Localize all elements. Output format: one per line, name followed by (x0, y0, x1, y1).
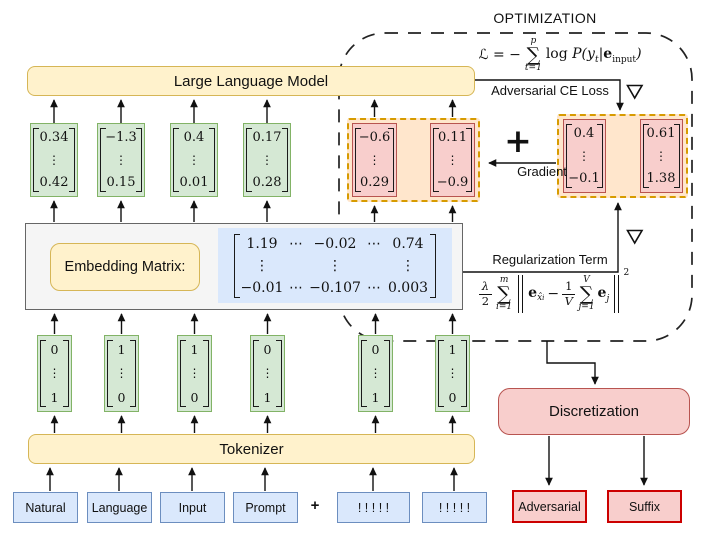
embedding-matrix-values: 1.19⋯−0.02⋯0.74 ⋮⋮⋮ −0.01⋯−0.107⋯0.003 (218, 228, 452, 303)
adv-embedding-group-right: 0.4⋮−0.1 0.61⋮1.38 (557, 114, 688, 198)
embedding-vector-4: 0.17⋮0.28 (243, 123, 291, 197)
adv-vector-1: −0.6⋮0.29 (352, 123, 397, 197)
gradient-label: Gradient (517, 164, 567, 179)
llm-box: Large Language Model (27, 66, 475, 96)
inv-v-fraction: 1 V (562, 280, 576, 307)
adv-vector-2: 0.11⋮−0.9 (430, 123, 475, 197)
loss-lhs: ℒ = − (478, 47, 521, 64)
adversarial-output-box: Adversarial (512, 490, 587, 523)
discretization-box: Discretization (498, 388, 690, 435)
onehot-vector-3: 1⋮0 (177, 335, 212, 412)
loss-sum: p ∑ t=1 (524, 36, 542, 74)
embedding-matrix-label: Embedding Matrix: (64, 259, 186, 275)
token-input: Input (160, 492, 225, 523)
optimization-region-border (338, 32, 693, 342)
tokenizer-box: Tokenizer (28, 434, 475, 464)
adv-vector-3: 0.4⋮−0.1 (562, 119, 606, 193)
adv-vector-4: 0.61⋮1.38 (639, 119, 683, 193)
onehot-vector-6: 1⋮0 (435, 335, 470, 412)
token-prompt: Prompt (233, 492, 298, 523)
token-language: Language (87, 492, 152, 523)
embedding-matrix-label-box: Embedding Matrix: (50, 243, 200, 291)
onehot-vector-5: 0⋮1 (358, 335, 393, 412)
tokenizer-label: Tokenizer (219, 440, 284, 458)
token-suffix-1: ! ! ! ! ! (337, 492, 410, 523)
onehot-vector-2: 1⋮0 (104, 335, 139, 412)
adv-embedding-group-left: −0.6⋮0.29 0.11⋮−0.9 (347, 118, 480, 202)
plus-sign: + (310, 497, 320, 514)
reg-sum-1: m ∑ i=1 (496, 274, 513, 313)
token-natural: Natural (13, 492, 78, 523)
ce-loss-label: Adversarial CE Loss (491, 83, 609, 98)
discretization-label: Discretization (548, 403, 640, 420)
onehot-vector-4: 0⋮1 (250, 335, 285, 412)
optimization-title: OPTIMIZATION (493, 10, 597, 26)
token-suffix-2: ! ! ! ! ! (422, 492, 487, 523)
regularization-label: Regularization Term (492, 252, 608, 267)
loss-body: log P(yt|einput) (545, 46, 642, 65)
suffix-output-box: Suffix (607, 490, 682, 523)
embedding-vector-3: 0.4⋮0.01 (170, 123, 218, 197)
nabla-ce-icon (626, 84, 644, 100)
onehot-vector-1: 0⋮1 (37, 335, 72, 412)
embedding-vector-2: −1.3⋮0.15 (97, 123, 145, 197)
plus-icon: + (504, 121, 532, 160)
regularization-formula: λ 2 m ∑ i=1 ex̂i − 1 V V ∑ j=1 ej 2 (460, 268, 640, 313)
norm-open (518, 275, 524, 313)
embedding-vector-1: 0.34⋮0.42 (30, 123, 78, 197)
lambda-fraction: λ 2 (478, 280, 493, 307)
ce-loss-formula: ℒ = − p ∑ t=1 log P(yt|einput) (470, 36, 650, 74)
norm-close (614, 275, 620, 313)
reg-sum-2: V ∑ j=1 (578, 274, 595, 313)
llm-label: Large Language Model (173, 72, 329, 90)
nabla-reg-icon (626, 229, 644, 245)
norm-expression: ex̂i − 1 V V ∑ j=1 ej 2 (516, 268, 629, 313)
